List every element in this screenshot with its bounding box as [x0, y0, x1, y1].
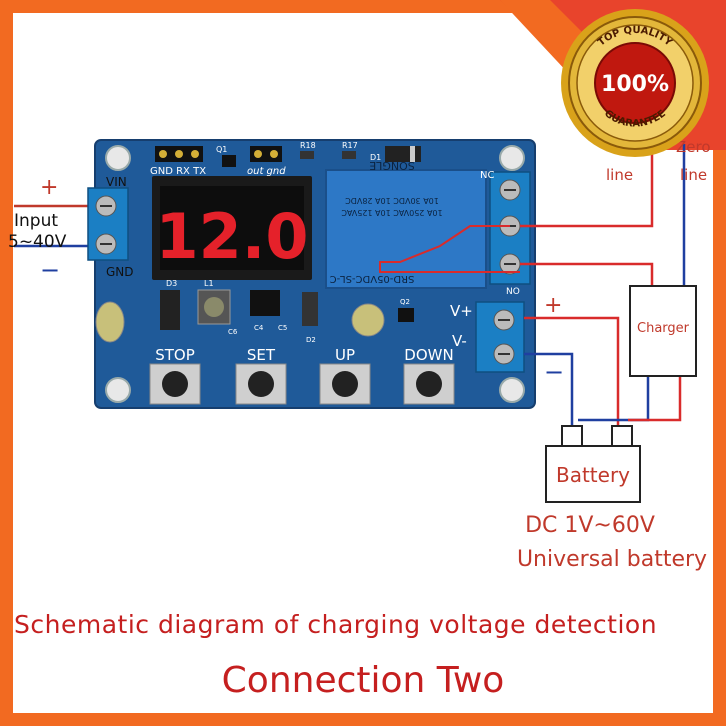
buzzer: [351, 303, 385, 337]
svg-text:C6: C6: [228, 328, 238, 336]
vplus-label: V+: [450, 302, 473, 320]
vminus-label: V-: [452, 332, 467, 350]
out-header: out gnd: [247, 146, 286, 177]
vplus-wire: [524, 316, 620, 426]
button-label: DOWN: [404, 346, 453, 364]
battery: Battery: [545, 425, 641, 503]
output-plus-sign: +: [544, 293, 562, 318]
button-label: SET: [247, 346, 276, 364]
input-label: Input: [14, 211, 58, 231]
r18-label: R18: [300, 141, 316, 150]
svg-text:C4: C4: [254, 324, 264, 332]
charger-box: Charger: [629, 285, 697, 377]
svg-text:L1: L1: [204, 279, 214, 288]
capacitor: [95, 301, 125, 343]
relay-to-charger-wire: [520, 262, 654, 286]
svg-text:10A 30VDC 10A 28VDC: 10A 30VDC 10A 28VDC: [345, 196, 439, 205]
button-label: STOP: [155, 346, 195, 364]
vminus-wire: [524, 352, 574, 426]
quality-badge: TOP QUALITY GUARANTEE 100%: [561, 9, 709, 157]
relay: SRD-05VDC-SL-C 10A 250VAC 10A 125VAC 10A…: [325, 159, 487, 289]
charger-plus-wire: [628, 376, 682, 422]
badge-center-text: 100%: [601, 72, 669, 97]
svg-text:D3: D3: [166, 279, 177, 288]
charger-label: Charger: [637, 321, 690, 336]
q2-transistor: [398, 308, 414, 322]
svg-text:SONGLE: SONGLE: [369, 159, 415, 172]
mount-hole: [499, 145, 525, 171]
fire-line-label: line: [606, 166, 633, 184]
battery-spec-type: Universal battery: [517, 547, 707, 572]
svg-text:10A 250VAC 10A 125VAC: 10A 250VAC 10A 125VAC: [341, 208, 443, 217]
button-label: UP: [335, 346, 355, 364]
gnd-label: GND: [106, 265, 134, 279]
r17-label: R17: [342, 141, 358, 150]
push-button-up[interactable]: UP: [319, 346, 371, 405]
input-plus-sign: +: [40, 175, 58, 200]
input-terminal: [87, 187, 129, 261]
svg-text:out gnd: out gnd: [247, 166, 286, 177]
mount-hole: [105, 145, 131, 171]
ic-chip: [250, 290, 280, 316]
svg-text:GND RX TX: GND RX TX: [150, 166, 206, 177]
input-range: 5~40V: [8, 232, 67, 252]
d2-diode: [302, 292, 318, 326]
output-minus-sign: −: [544, 358, 564, 386]
caption-line-1: Schematic diagram of charging voltage de…: [14, 610, 658, 639]
battery-terminal: [475, 301, 525, 373]
battery-label: Battery: [556, 463, 630, 487]
push-button-down[interactable]: DOWN: [403, 346, 455, 405]
mount-hole: [499, 377, 525, 403]
zero-line-label-2: line: [680, 166, 707, 184]
vin-label: VIN: [106, 175, 127, 189]
charger-minus-wire: [578, 376, 650, 422]
led-display: 12.0: [152, 176, 312, 280]
push-button-stop[interactable]: STOP: [149, 346, 201, 405]
input-minus-sign: −: [40, 256, 60, 284]
relay-annotation-wire: [379, 225, 520, 273]
display-value: 12.0: [156, 200, 309, 273]
q1-label: Q1: [216, 145, 227, 154]
nc-label: NC: [480, 170, 494, 181]
zero-line-label: Zero: [676, 138, 711, 156]
battery-spec-voltage: DC 1V~60V: [525, 513, 655, 538]
svg-text:Q2: Q2: [400, 298, 410, 306]
svg-text:SRD-05VDC-SL-C: SRD-05VDC-SL-C: [330, 273, 415, 284]
push-button-set[interactable]: SET: [235, 346, 287, 405]
relay-terminal: [489, 171, 531, 285]
relay-board: GND RX TX Q1 out gnd R18 R17 D1 VIN GND …: [87, 139, 536, 409]
d1-label: D1: [370, 153, 381, 162]
svg-text:D2: D2: [306, 336, 316, 344]
svg-text:C5: C5: [278, 324, 287, 332]
uart-header: GND RX TX: [150, 146, 206, 177]
caption-line-2: Connection Two: [221, 660, 505, 701]
live-line-wire: [520, 144, 654, 228]
no-label: NO: [506, 287, 520, 297]
mount-hole: [105, 377, 131, 403]
d3-diode: [160, 290, 180, 330]
